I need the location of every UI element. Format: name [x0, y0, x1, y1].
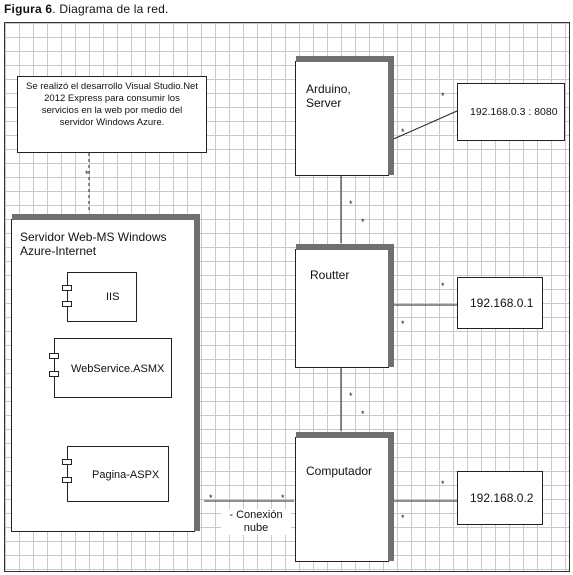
multiplicity-marker: * — [361, 217, 365, 227]
router-node[interactable]: Routter — [295, 244, 394, 368]
arduino-node-label: Arduino, Server — [306, 82, 351, 110]
computer-node-label: Computador — [306, 464, 373, 478]
multiplicity-marker: * — [441, 281, 445, 291]
computer-node[interactable]: Computador — [295, 432, 394, 562]
connection-label: - Conexión nube — [221, 509, 291, 535]
multiplicity-marker: * — [209, 493, 213, 503]
router-ip-text: 192.168.0.1 — [470, 296, 534, 310]
multiplicity-marker: * — [441, 91, 445, 101]
arduino-ip-text: 192.168.0.3 : 8080 — [470, 106, 558, 118]
multiplicity-marker: * — [441, 479, 445, 489]
iis-component-tab-top — [62, 285, 72, 291]
iis-component-tab-bottom — [62, 301, 72, 307]
multiplicity-marker: * — [401, 127, 405, 137]
figure-caption: Figura 6. Diagrama de la red. — [4, 2, 169, 16]
multiplicity-marker: * — [401, 513, 405, 523]
multiplicity-marker: * — [361, 409, 365, 419]
diagram-canvas: Se realizó el desarrollo Visual Studio.N… — [4, 22, 570, 572]
multiplicity-marker: * — [349, 199, 353, 209]
server-node[interactable]: Servidor Web-MS Windows Azure-Internet I… — [11, 214, 200, 532]
multiplicity-marker: * — [85, 169, 89, 179]
router-node-label: Routter — [310, 268, 350, 282]
arduino-ip-box: 192.168.0.3 : 8080 — [457, 83, 565, 141]
multiplicity-marker: * — [349, 391, 353, 401]
figure-label: Figura 6 — [4, 2, 53, 16]
development-note: Se realizó el desarrollo Visual Studio.N… — [17, 76, 207, 153]
multiplicity-marker: * — [281, 493, 285, 503]
computer-ip-text: 192.168.0.2 — [470, 491, 534, 505]
webservice-component[interactable]: WebService.ASMX — [49, 338, 172, 398]
iis-component-label: IIS — [106, 291, 120, 303]
arduino-node[interactable]: Arduino, Server — [295, 56, 394, 176]
pagina-component-tab-bottom — [62, 477, 72, 483]
pagina-component-label: Pagina-ASPX — [92, 469, 160, 481]
figure-title: . Diagrama de la red. — [52, 2, 169, 16]
webservice-component-tab-bottom — [49, 371, 59, 377]
server-node-label: Servidor Web-MS Windows Azure-Internet — [20, 230, 167, 258]
iis-component[interactable]: IIS — [62, 272, 137, 322]
pagina-component[interactable]: Pagina-ASPX — [62, 446, 169, 502]
webservice-component-label: WebService.ASMX — [71, 363, 165, 375]
computer-ip-box: 192.168.0.2 — [457, 471, 543, 525]
webservice-component-tab-top — [49, 353, 59, 359]
edge-arduino-ip — [388, 110, 458, 142]
multiplicity-marker: * — [401, 319, 405, 329]
pagina-component-tab-top — [62, 459, 72, 465]
note-text: Se realizó el desarrollo Visual Studio.N… — [26, 81, 198, 128]
router-ip-box: 192.168.0.1 — [457, 277, 543, 329]
